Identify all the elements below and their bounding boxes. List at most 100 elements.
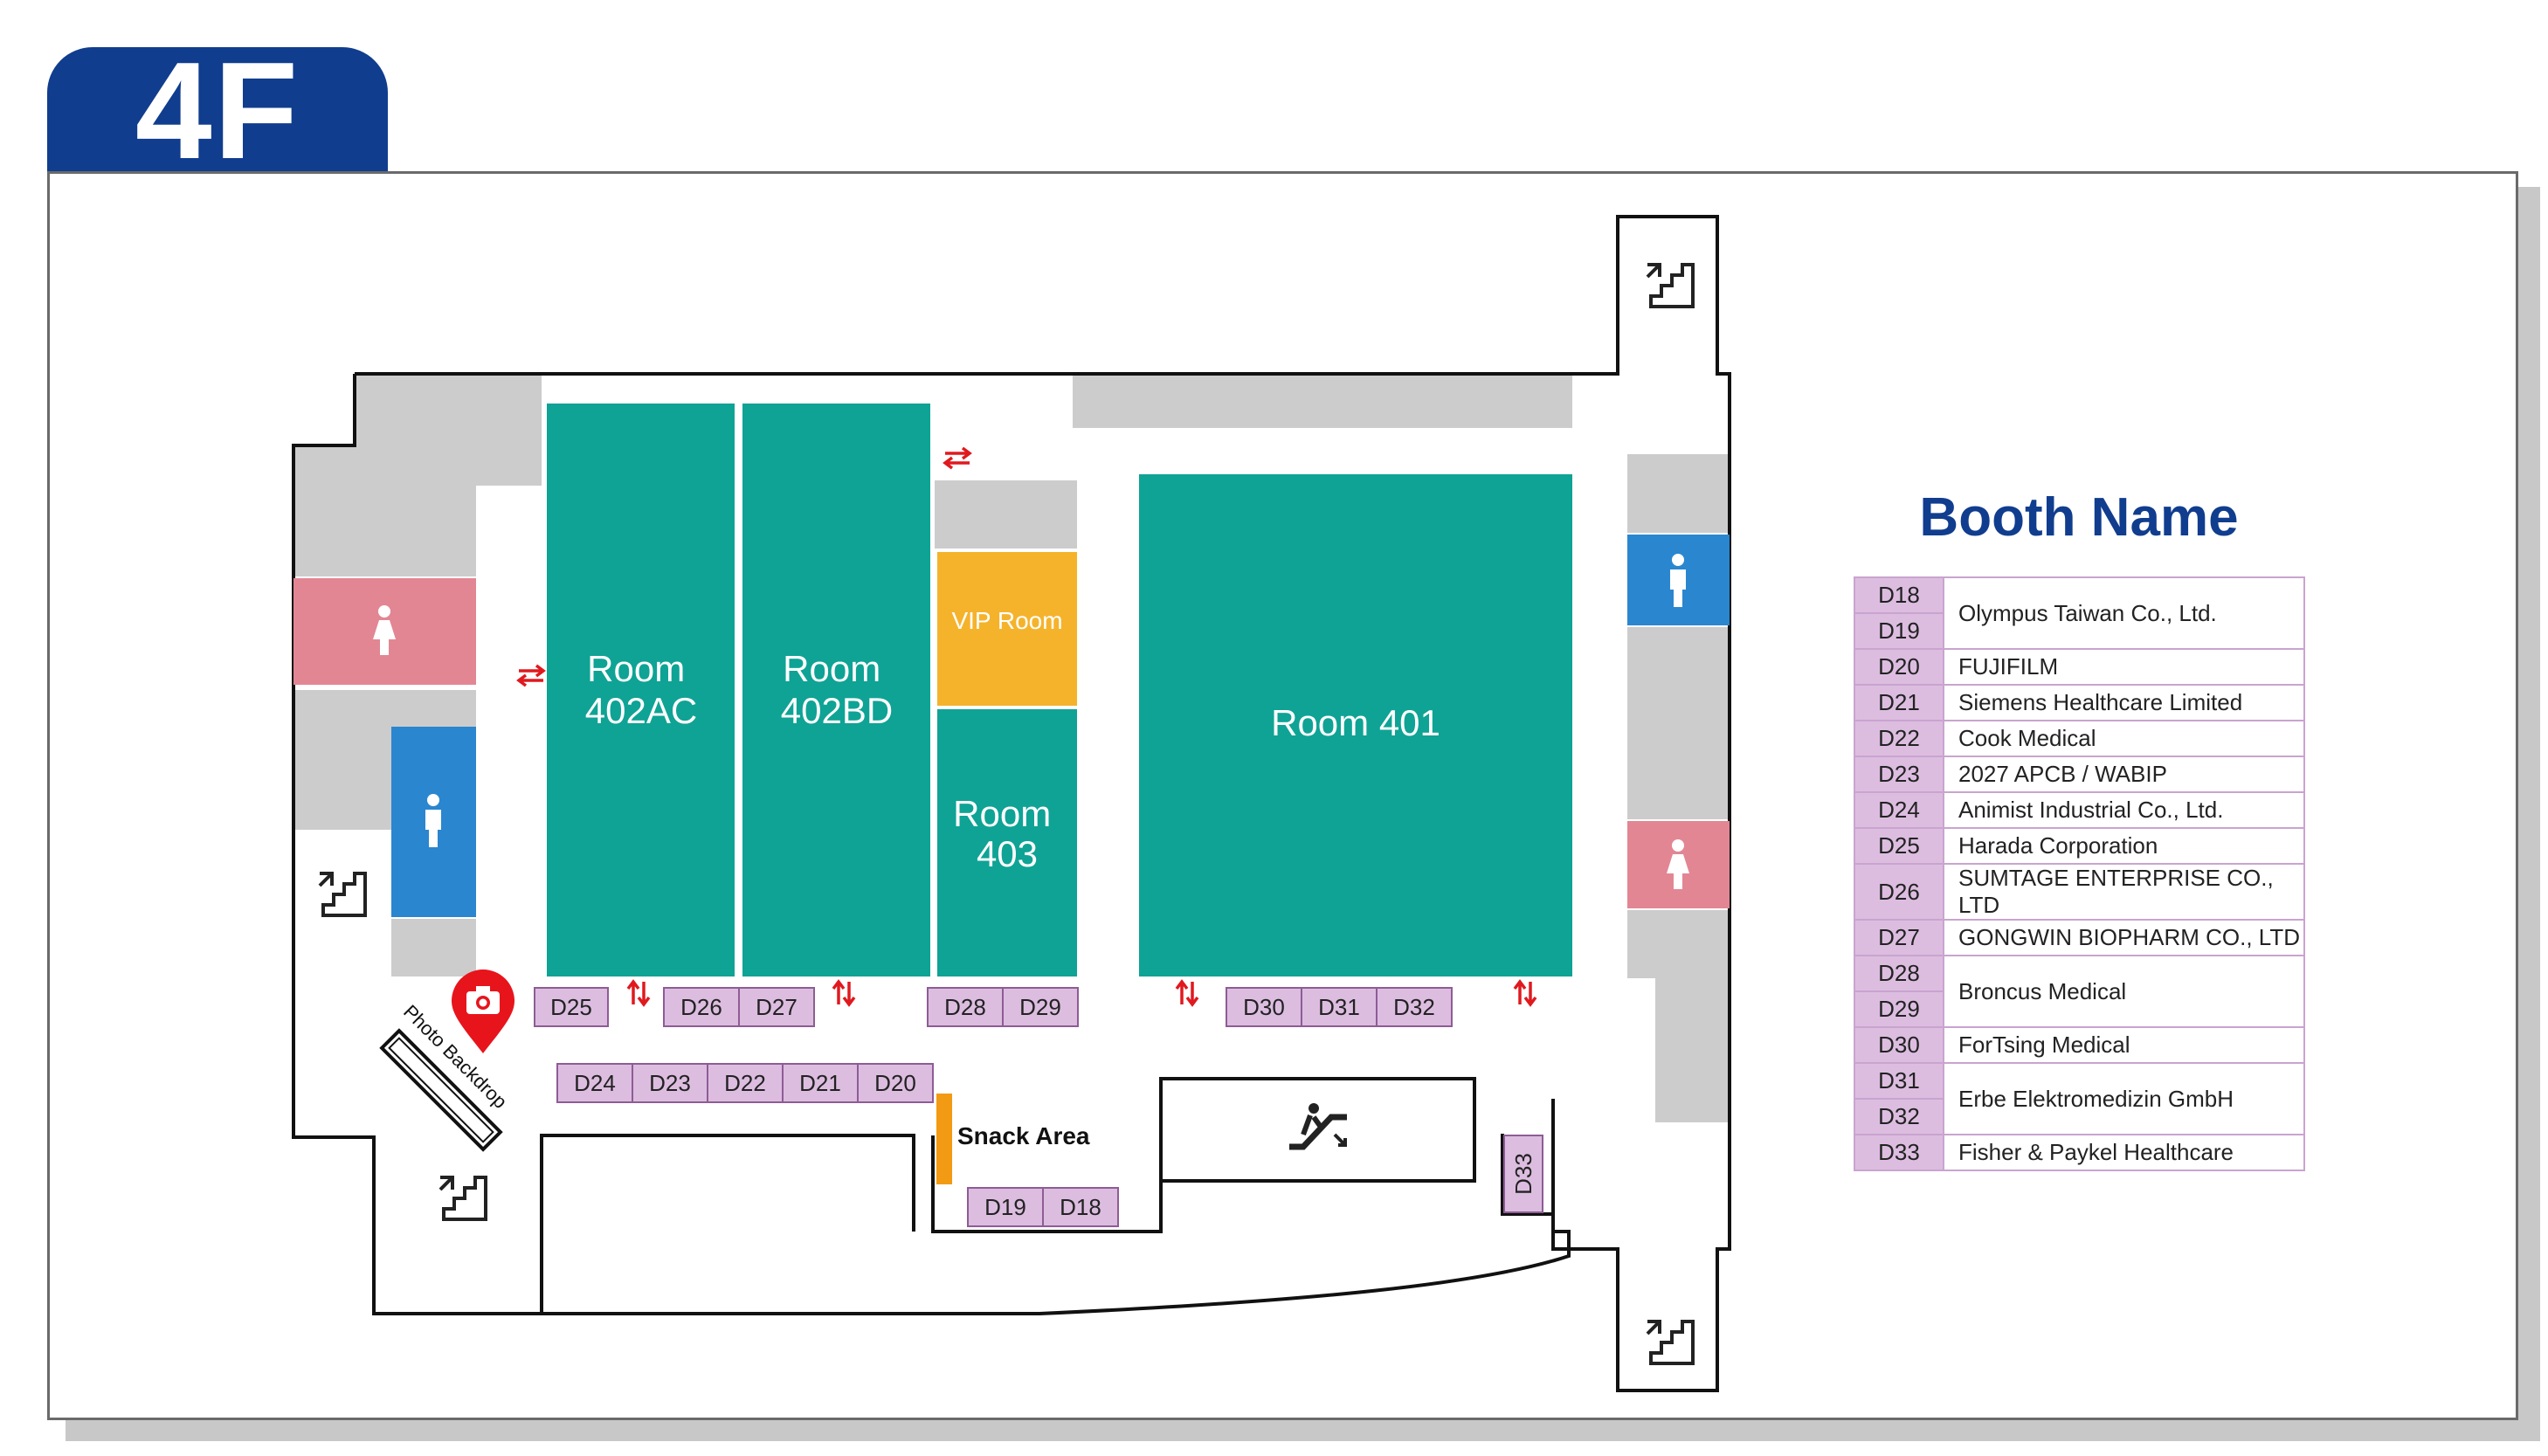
room-401-label: Room 401 <box>1271 702 1440 743</box>
booth-d18[interactable] <box>1042 1187 1119 1227</box>
room-401[interactable] <box>1139 474 1572 976</box>
legend-company-name: 2027 APCB / WABIP <box>1943 756 2305 793</box>
booth-label: D26 <box>680 994 722 1020</box>
stairs-icon <box>318 872 367 917</box>
booth-label: D22 <box>724 1070 766 1096</box>
floor-label: 4F <box>135 34 300 188</box>
legend-booth-code: D24 <box>1854 791 1944 829</box>
booth-label: D20 <box>874 1070 916 1096</box>
snack-area-marker <box>936 1094 952 1184</box>
booth-labels: D25 D26 D27 D28 D29 D30 D31 D32 D24 D23 … <box>550 994 1536 1220</box>
vip-room-label: VIP Room <box>951 607 1062 634</box>
legend-company-name: Erbe Elektromedizin GmbH <box>1943 1062 2305 1135</box>
legend-booth-code: D23 <box>1854 756 1944 793</box>
booth-label: D23 <box>649 1070 691 1096</box>
room-402ac[interactable] <box>547 404 735 976</box>
room-403[interactable] <box>937 709 1077 976</box>
floor-tab: 4F <box>47 34 388 188</box>
booth-label: D28 <box>944 994 986 1020</box>
booth-label: D25 <box>550 994 592 1020</box>
booth-d22[interactable] <box>707 1063 784 1103</box>
restroom-female-right <box>1627 821 1730 908</box>
booth-label: D19 <box>984 1194 1026 1220</box>
booth-d31[interactable] <box>1301 987 1378 1027</box>
legend-booth-code: D21 <box>1854 684 1944 721</box>
legend-booth-code: D28 <box>1854 955 1944 992</box>
legend-booth-code: D30 <box>1854 1026 1944 1064</box>
legend-row: D19 <box>1854 612 2304 650</box>
legend-company-name: Olympus Taiwan Co., Ltd. <box>1943 576 2305 650</box>
legend-title: Booth Name <box>1919 487 2239 548</box>
legend-booth-code: D19 <box>1854 612 1944 650</box>
legend-company-name: Animist Industrial Co., Ltd. <box>1943 791 2305 829</box>
legend-booth-code: D31 <box>1854 1062 1944 1100</box>
booth-label: D33 <box>1510 1153 1536 1195</box>
stairs-icon <box>1646 263 1695 308</box>
booth-d30[interactable] <box>1226 987 1302 1027</box>
booth-d33[interactable] <box>1503 1135 1543 1213</box>
booth-d21[interactable] <box>782 1063 859 1103</box>
booth-d27[interactable] <box>738 987 815 1027</box>
booth-d23[interactable] <box>632 1063 708 1103</box>
legend-company-name: Fisher & Paykel Healthcare <box>1943 1134 2305 1171</box>
booth-d24[interactable] <box>556 1063 633 1103</box>
room-402ac-label: Room 402AC <box>585 648 697 731</box>
legend-row: D29 <box>1854 990 2304 1028</box>
legend-company-name: Cook Medical <box>1943 720 2305 757</box>
booth-d20[interactable] <box>857 1063 934 1103</box>
escalator-icon <box>1289 1103 1347 1150</box>
legend-booth-code: D29 <box>1854 990 1944 1028</box>
snack-area-label: Snack Area <box>957 1122 1090 1149</box>
booth-label: D29 <box>1019 994 1061 1020</box>
legend-company-name: SUMTAGE ENTERPRISE CO., LTD <box>1943 863 2305 921</box>
direction-arrows-icon <box>1513 980 1537 1006</box>
booth-label: D24 <box>574 1070 616 1096</box>
legend-booth-code: D22 <box>1854 720 1944 757</box>
restroom-male-left <box>391 727 476 917</box>
booth-d29[interactable] <box>1002 987 1079 1027</box>
booth-label: D21 <box>799 1070 841 1096</box>
direction-arrows-icon <box>1175 980 1199 1006</box>
direction-arrows-icon <box>626 980 651 1006</box>
booth-label: D27 <box>756 994 798 1020</box>
legend-row: D32 <box>1854 1098 2304 1135</box>
legend-booth-code: D27 <box>1854 919 1944 956</box>
booth-label: D18 <box>1060 1194 1101 1220</box>
booths <box>534 987 1543 1227</box>
booth-d28[interactable] <box>927 987 1004 1027</box>
photo-backdrop[interactable] <box>379 1028 503 1152</box>
booth-d32[interactable] <box>1376 987 1453 1027</box>
booth-label: D30 <box>1243 994 1285 1020</box>
legend-company-name: ForTsing Medical <box>1943 1026 2305 1064</box>
booth-d26[interactable] <box>663 987 740 1027</box>
room-402bd[interactable] <box>742 404 930 976</box>
legend-company-name: Siemens Healthcare Limited <box>1943 684 2305 721</box>
camera-pin-icon[interactable] <box>452 970 514 1053</box>
legend-booth-code: D32 <box>1854 1098 1944 1135</box>
stairs-icon <box>438 1176 487 1221</box>
legend-company-name: FUJIFILM <box>1943 648 2305 686</box>
room-403-label: Room 403 <box>953 793 1061 874</box>
legend-company-name: GONGWIN BIOPHARM CO., LTD <box>1943 919 2305 956</box>
stairs-icon <box>1646 1320 1695 1365</box>
legend-booth-code: D18 <box>1854 576 1944 614</box>
restroom-male-right <box>1627 535 1730 625</box>
legend-booth-code: D20 <box>1854 648 1944 686</box>
vip-room[interactable] <box>937 552 1077 706</box>
legend-company-name: Harada Corporation <box>1943 827 2305 865</box>
booth-d25[interactable] <box>534 987 609 1027</box>
